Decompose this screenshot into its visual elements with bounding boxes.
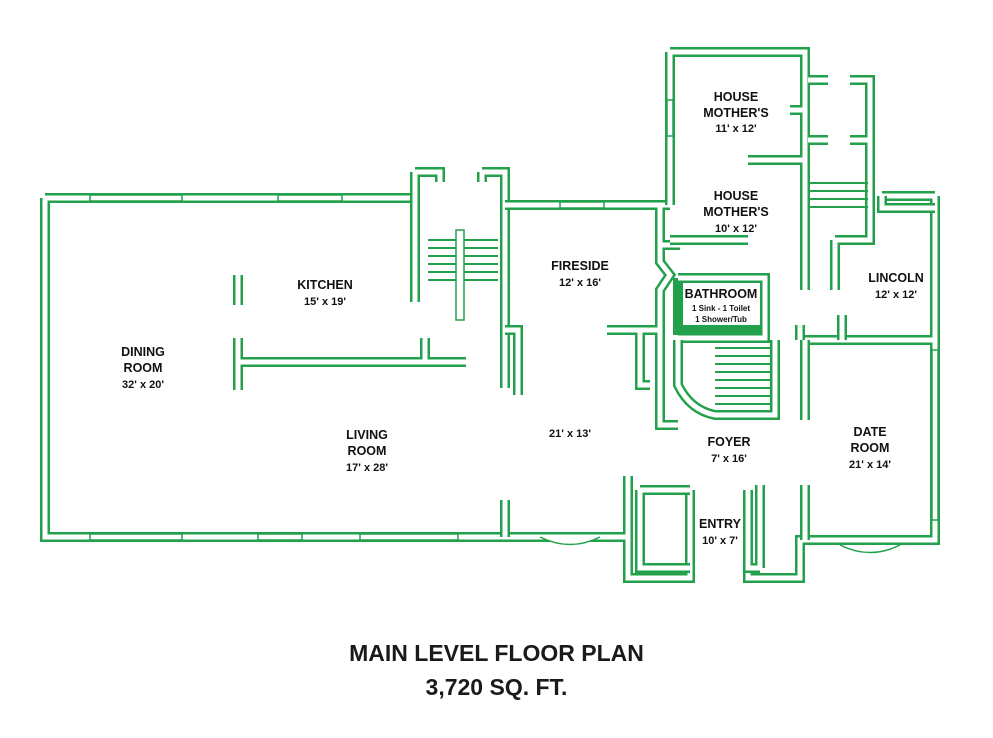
window <box>559 201 605 209</box>
window <box>359 533 459 541</box>
foyer-walls <box>673 340 810 540</box>
fireside-label: FIRESIDE <box>551 259 609 273</box>
house-mother-2-dim: 10' x 12' <box>715 223 757 235</box>
lincoln-walls <box>795 160 935 340</box>
plan-title: MAIN LEVEL FLOOR PLAN <box>349 640 644 666</box>
stair-house <box>808 182 868 208</box>
living-label: ROOM <box>348 444 387 458</box>
walls <box>40 47 940 583</box>
dining-label: ROOM <box>124 361 163 375</box>
lincoln-label: LINCOLN <box>868 271 924 285</box>
plan-subtitle: 3,720 SQ. FT. <box>425 674 568 700</box>
bathroom-label: BATHROOM <box>685 287 758 301</box>
kitchen-label: KITCHEN <box>297 278 353 292</box>
entry-label: ENTRY <box>699 517 742 531</box>
dining-label: DINING <box>121 345 165 359</box>
windows <box>89 99 939 554</box>
house-mother-1-dim: 11' x 12' <box>715 123 757 135</box>
kitchen-walls <box>233 167 510 390</box>
bathroom-walls <box>673 273 770 343</box>
window <box>277 194 343 202</box>
date-room-label: DATE <box>853 425 886 439</box>
window <box>257 533 303 541</box>
living-label: LIVING <box>346 428 388 442</box>
lincoln-dim: 12' x 12' <box>875 289 917 301</box>
house-mother-2-label: MOTHER'S <box>703 205 768 219</box>
fireside-dim-2: 21' x 13' <box>549 428 591 440</box>
bathroom-note: 1 Sink - 1 Toilet <box>692 304 750 313</box>
stair-kitchen <box>428 229 498 321</box>
bathroom-note: 1 Shower/Tub <box>695 315 747 324</box>
kitchen-dim: 15' x 19' <box>304 296 346 308</box>
window <box>89 533 183 541</box>
bay-window <box>539 536 601 546</box>
entry-dim: 10' x 7' <box>702 535 738 547</box>
house-mother-1-label: MOTHER'S <box>703 106 768 120</box>
foyer-label: FOYER <box>707 435 750 449</box>
foyer-dim: 7' x 16' <box>711 453 747 465</box>
house-mother-2-label: HOUSE <box>714 189 758 203</box>
room-labels: HOUSE MOTHER'S 11' x 12' HOUSE MOTHER'S … <box>121 90 924 547</box>
dining-dim: 32' x 20' <box>122 379 164 391</box>
living-dim: 17' x 28' <box>346 462 388 474</box>
bay-window <box>839 544 901 554</box>
house-mother-walls <box>665 47 875 290</box>
stair-foyer <box>715 347 772 405</box>
window <box>89 194 183 202</box>
window <box>931 349 939 521</box>
entry-walls <box>635 485 765 573</box>
fireside-dim: 12' x 16' <box>559 277 601 289</box>
stairs <box>428 182 868 405</box>
window <box>666 99 674 137</box>
date-room-dim: 21' x 14' <box>849 459 891 471</box>
date-room-label: ROOM <box>851 441 890 455</box>
house-mother-1-label: HOUSE <box>714 90 758 104</box>
